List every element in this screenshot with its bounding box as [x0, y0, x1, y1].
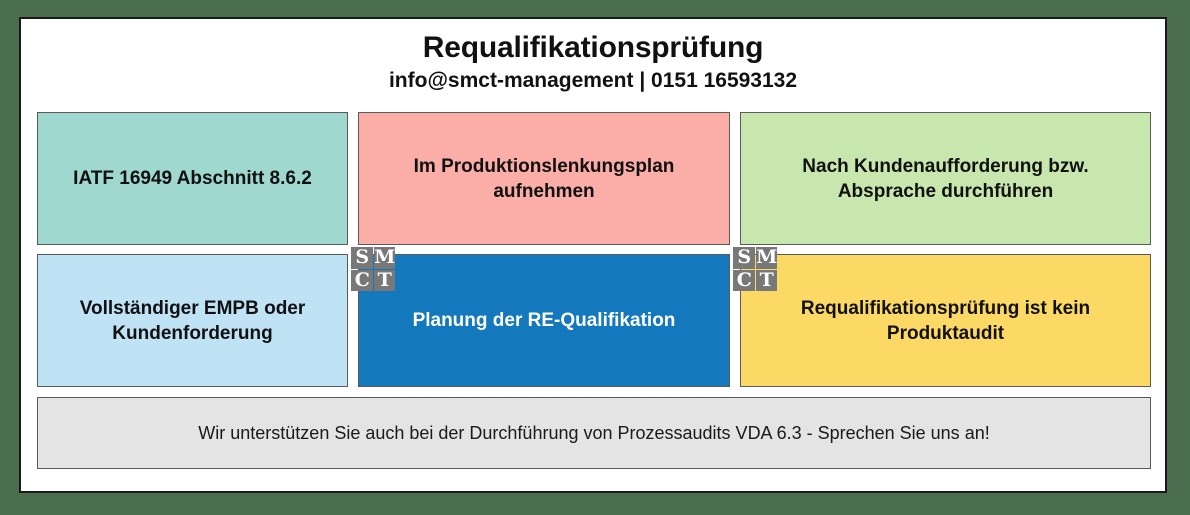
- page-title: Requalifikationsprüfung: [422, 31, 764, 64]
- grid-row-bottom: Vollständiger EMPB oder Kundenforderung …: [37, 254, 1151, 387]
- cell-iatf-reference[interactable]: IATF 16949 Abschnitt 8.6.2: [37, 112, 348, 245]
- footer-banner: Wir unterstützen Sie auch bei der Durchf…: [37, 397, 1151, 469]
- footer-text: Wir unterstützen Sie auch bei der Durchf…: [198, 422, 990, 443]
- content-grid: IATF 16949 Abschnitt 8.6.2 Im Produktion…: [37, 112, 1151, 387]
- cell-text: Im Produktionslenkungsplan aufnehmen: [413, 155, 675, 202]
- cell-empb-requirement[interactable]: Vollständiger EMPB oder Kundenforderung: [37, 254, 348, 387]
- logo-letter-c: C: [733, 269, 755, 291]
- logo-letter-s: S: [351, 247, 373, 269]
- logo-letter-t: T: [755, 269, 777, 291]
- diagram-frame: Requalifikationsprüfung info@smct-manage…: [19, 17, 1167, 493]
- logo-letter-m: M: [755, 246, 777, 269]
- cell-customer-request[interactable]: Nach Kundenaufforderung bzw. Absprache d…: [740, 112, 1151, 245]
- cell-text: Requalifikationsprüfung ist kein Produkt…: [800, 297, 1091, 344]
- logo-letter-c: C: [351, 269, 373, 291]
- logo-letter-t: T: [373, 269, 395, 291]
- logo-letter-m: M: [373, 246, 395, 269]
- cell-text: Planung der RE-Qualifikation: [412, 310, 676, 331]
- cell-control-plan[interactable]: Im Produktionslenkungsplan aufnehmen: [358, 112, 730, 245]
- cell-text: Vollständiger EMPB oder Kundenforderung: [79, 297, 306, 344]
- grid-row-top: IATF 16949 Abschnitt 8.6.2 Im Produktion…: [37, 112, 1151, 245]
- cell-text: IATF 16949 Abschnitt 8.6.2: [73, 168, 312, 189]
- contact-line: info@smct-management | 0151 16593132: [388, 69, 798, 92]
- cell-not-product-audit[interactable]: Requalifikationsprüfung ist kein Produkt…: [740, 254, 1151, 387]
- smct-logo-icon: S M C T: [733, 247, 777, 291]
- cell-requalification-planning[interactable]: Planung der RE-Qualifikation: [358, 254, 730, 387]
- logo-letter-s: S: [733, 247, 755, 269]
- smct-logo-icon: S M C T: [351, 247, 395, 291]
- cell-text: Nach Kundenaufforderung bzw. Absprache d…: [802, 155, 1089, 202]
- header: Requalifikationsprüfung info@smct-manage…: [21, 19, 1165, 105]
